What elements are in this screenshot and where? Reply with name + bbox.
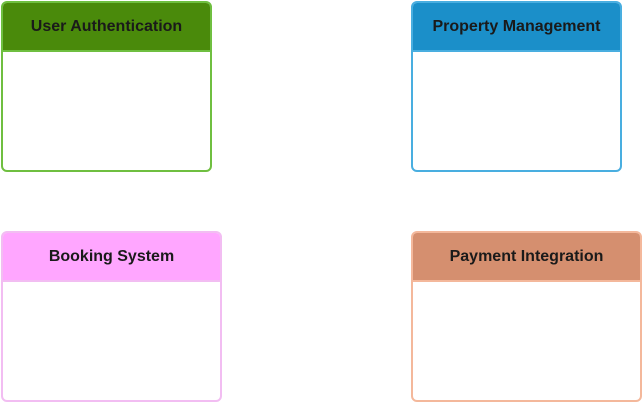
box-header: User Authentication bbox=[3, 3, 210, 52]
box-booking-system[interactable]: Booking System bbox=[1, 231, 222, 402]
box-title: Property Management bbox=[432, 17, 601, 35]
box-header: Booking System bbox=[3, 233, 220, 282]
box-title: Booking System bbox=[48, 247, 175, 265]
box-title: User Authentication bbox=[30, 17, 183, 35]
box-title: Payment Integration bbox=[449, 247, 604, 265]
box-user-authentication[interactable]: User Authentication bbox=[1, 1, 212, 172]
box-property-management[interactable]: Property Management bbox=[411, 1, 622, 172]
box-header: Property Management bbox=[413, 3, 620, 52]
box-header: Payment Integration bbox=[413, 233, 640, 282]
box-payment-integration[interactable]: Payment Integration bbox=[411, 231, 642, 402]
